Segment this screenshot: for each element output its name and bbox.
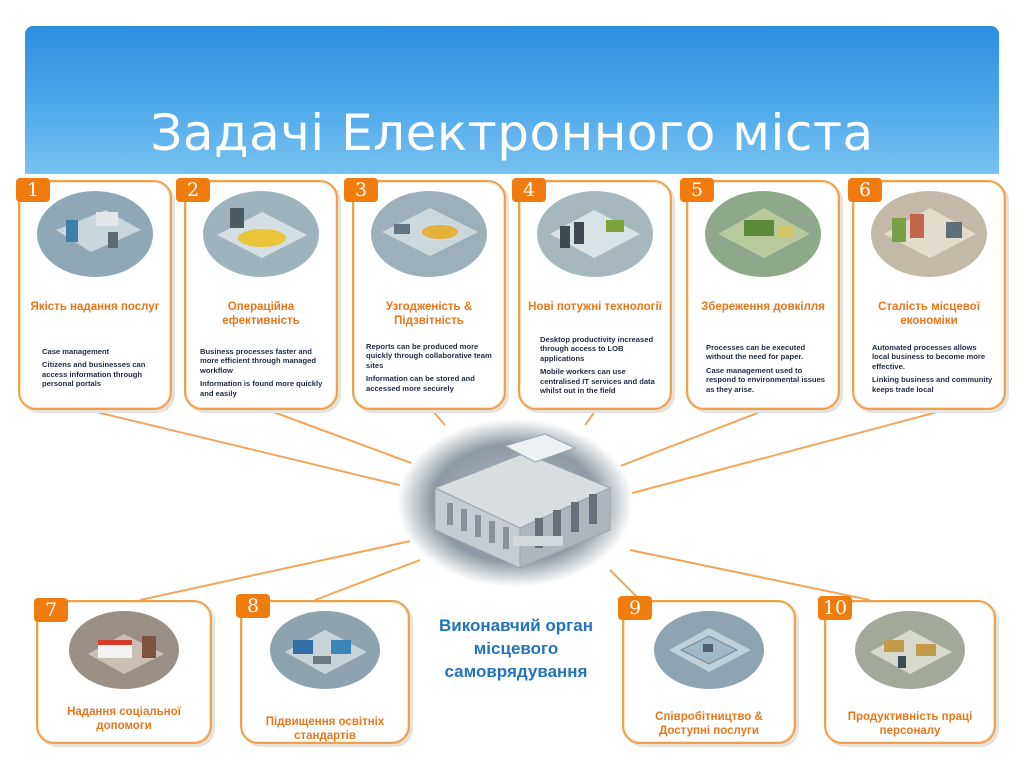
- card-collaboration[interactable]: Співробітництво & Доступні послуги: [622, 600, 796, 744]
- number-badge: 3: [344, 178, 378, 202]
- recycling-illustration: [704, 190, 822, 278]
- description-point: Business processes faster and more effic…: [200, 347, 317, 375]
- card-operational-efficiency[interactable]: Операційна ефективність Business process…: [184, 180, 338, 410]
- card-title: Співробітництво & Доступні послуги: [655, 711, 763, 737]
- card-title: Нові потужні технології: [528, 301, 662, 313]
- card-title: Продуктивність праці персоналу: [847, 711, 973, 737]
- card-local-economy[interactable]: Сталість місцевої економіки Automated pr…: [852, 180, 1006, 410]
- description-point: Linking business and community keeps tra…: [872, 375, 993, 394]
- number-badge: 2: [176, 178, 210, 202]
- description-point: Automated processes allows local busines…: [872, 343, 986, 371]
- meeting-room-illustration: [202, 190, 320, 278]
- title-banner: Задачі Електронного міста: [25, 26, 999, 174]
- description-point: Processes can be executed without the ne…: [706, 343, 806, 362]
- card-social-assistance[interactable]: Надання соціальної допомоги: [36, 600, 212, 744]
- card-accountability[interactable]: Узгодженість & Підзвітність Reports can …: [352, 180, 506, 410]
- description-point: Case management used to respond to envir…: [706, 365, 825, 394]
- center-caption: Виконавчий орган місцевого самоврядуванн…: [439, 616, 593, 681]
- description-point: Mobile workers can use centralised IT se…: [540, 367, 655, 396]
- description-point: Information is found more quickly and ea…: [200, 379, 323, 398]
- card-new-technologies[interactable]: Нові потужні технології Desktop producti…: [518, 180, 672, 410]
- description-point: Information can be stored and accessed m…: [366, 374, 475, 393]
- number-badge: 10: [818, 596, 852, 620]
- card-education-standards[interactable]: Підвищення освітніх стандартів: [240, 600, 410, 744]
- workplace-illustration: [854, 610, 966, 690]
- number-badge: 1: [16, 178, 50, 202]
- card-title: Підвищення освітніх стандартів: [265, 716, 385, 742]
- shop-illustration: [870, 190, 988, 278]
- city-hall-illustration: [395, 418, 635, 588]
- card-description: Processes can be executed without the ne…: [706, 343, 828, 398]
- card-staff-productivity[interactable]: Продуктивність праці персоналу: [824, 600, 996, 744]
- card-title: Узгодженість & Підзвітність: [385, 301, 473, 327]
- card-description: Reports can be produced more quickly thr…: [366, 342, 494, 397]
- open-office-illustration: [370, 190, 488, 278]
- card-title: Збереження довкілля: [701, 301, 825, 313]
- card-description: Automated processes allows local busines…: [872, 343, 994, 398]
- number-badge: 5: [680, 178, 714, 202]
- glass-office-illustration: [653, 610, 765, 690]
- classroom-illustration: [269, 610, 381, 690]
- number-badge: 4: [512, 178, 546, 202]
- server-room-illustration: [536, 190, 654, 278]
- number-badge: 8: [236, 594, 270, 618]
- number-badge: 6: [848, 178, 882, 202]
- card-title: Надання соціальної допомоги: [67, 706, 181, 732]
- description-point: Case management: [42, 347, 110, 356]
- number-badge: 7: [34, 598, 68, 622]
- card-title: Сталість місцевої економіки: [878, 301, 980, 327]
- ambulance-illustration: [68, 610, 180, 690]
- card-service-quality[interactable]: Якість надання послуг Case management Ci…: [18, 180, 172, 410]
- card-title: Операційна ефективність: [222, 301, 300, 327]
- number-badge: 9: [618, 596, 652, 620]
- card-title: Якість надання послуг: [30, 301, 160, 313]
- description-point: Desktop productivity increased through a…: [540, 335, 654, 363]
- card-description: Business processes faster and more effic…: [200, 347, 326, 402]
- office-illustration: [36, 190, 154, 278]
- description-point: Reports can be produced more quickly thr…: [366, 342, 492, 370]
- card-environment[interactable]: Збереження довкілля Processes can be exe…: [686, 180, 840, 410]
- card-description: Desktop productivity increased through a…: [540, 335, 660, 399]
- description-point: Citizens and businesses can access infor…: [42, 360, 146, 389]
- slide-title: Задачі Електронного міста: [150, 104, 874, 162]
- card-description: Case management Citizens and businesses …: [42, 347, 160, 393]
